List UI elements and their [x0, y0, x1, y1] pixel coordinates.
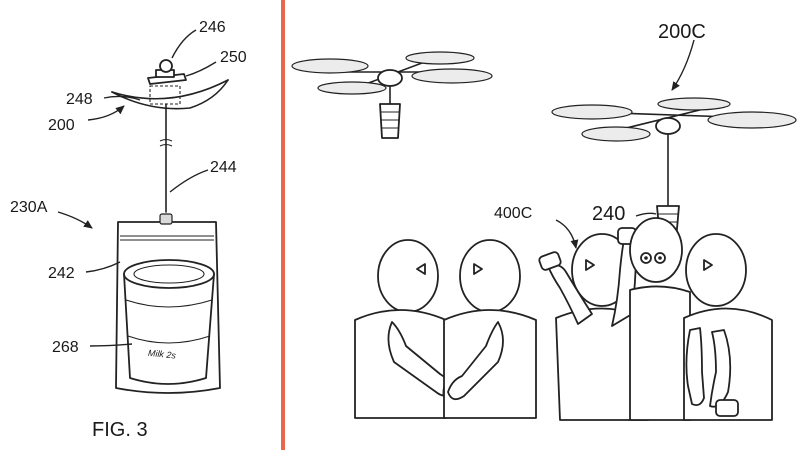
drone-body-arc [111, 79, 229, 100]
ref-label-400C: 400C [494, 205, 532, 222]
ref-label-230A: 230A [10, 199, 48, 216]
panel-divider [281, 0, 285, 450]
delivery-scene-panel: 200C 400C 240 [291, 21, 797, 421]
fig3-panel: Milk 2s 246 250 248 200 244 230A 242 268… [10, 19, 247, 441]
ref-label-242: 242 [48, 265, 75, 282]
ref-label-246: 246 [199, 19, 226, 36]
drone-b [551, 97, 797, 241]
person-2 [443, 239, 537, 419]
ref-label-268: 268 [52, 339, 79, 356]
person-4-center [629, 217, 691, 421]
sensor-ball [159, 59, 173, 73]
ref-label-240: 240 [592, 203, 625, 225]
package-bag: Milk 2s [115, 213, 221, 394]
person-5 [683, 233, 773, 421]
ref-label-200C: 200C [658, 21, 706, 43]
person-3-reaching [538, 227, 651, 421]
ref-label-248: 248 [66, 91, 93, 108]
release-mechanism [149, 85, 181, 105]
package-label-text: Milk 2s [148, 348, 177, 361]
drone-a [291, 51, 493, 139]
ref-label-250: 250 [220, 49, 247, 66]
ref-label-200: 200 [48, 117, 75, 134]
figure-caption: FIG. 3 [92, 419, 148, 441]
ref-label-244: 244 [210, 159, 237, 176]
